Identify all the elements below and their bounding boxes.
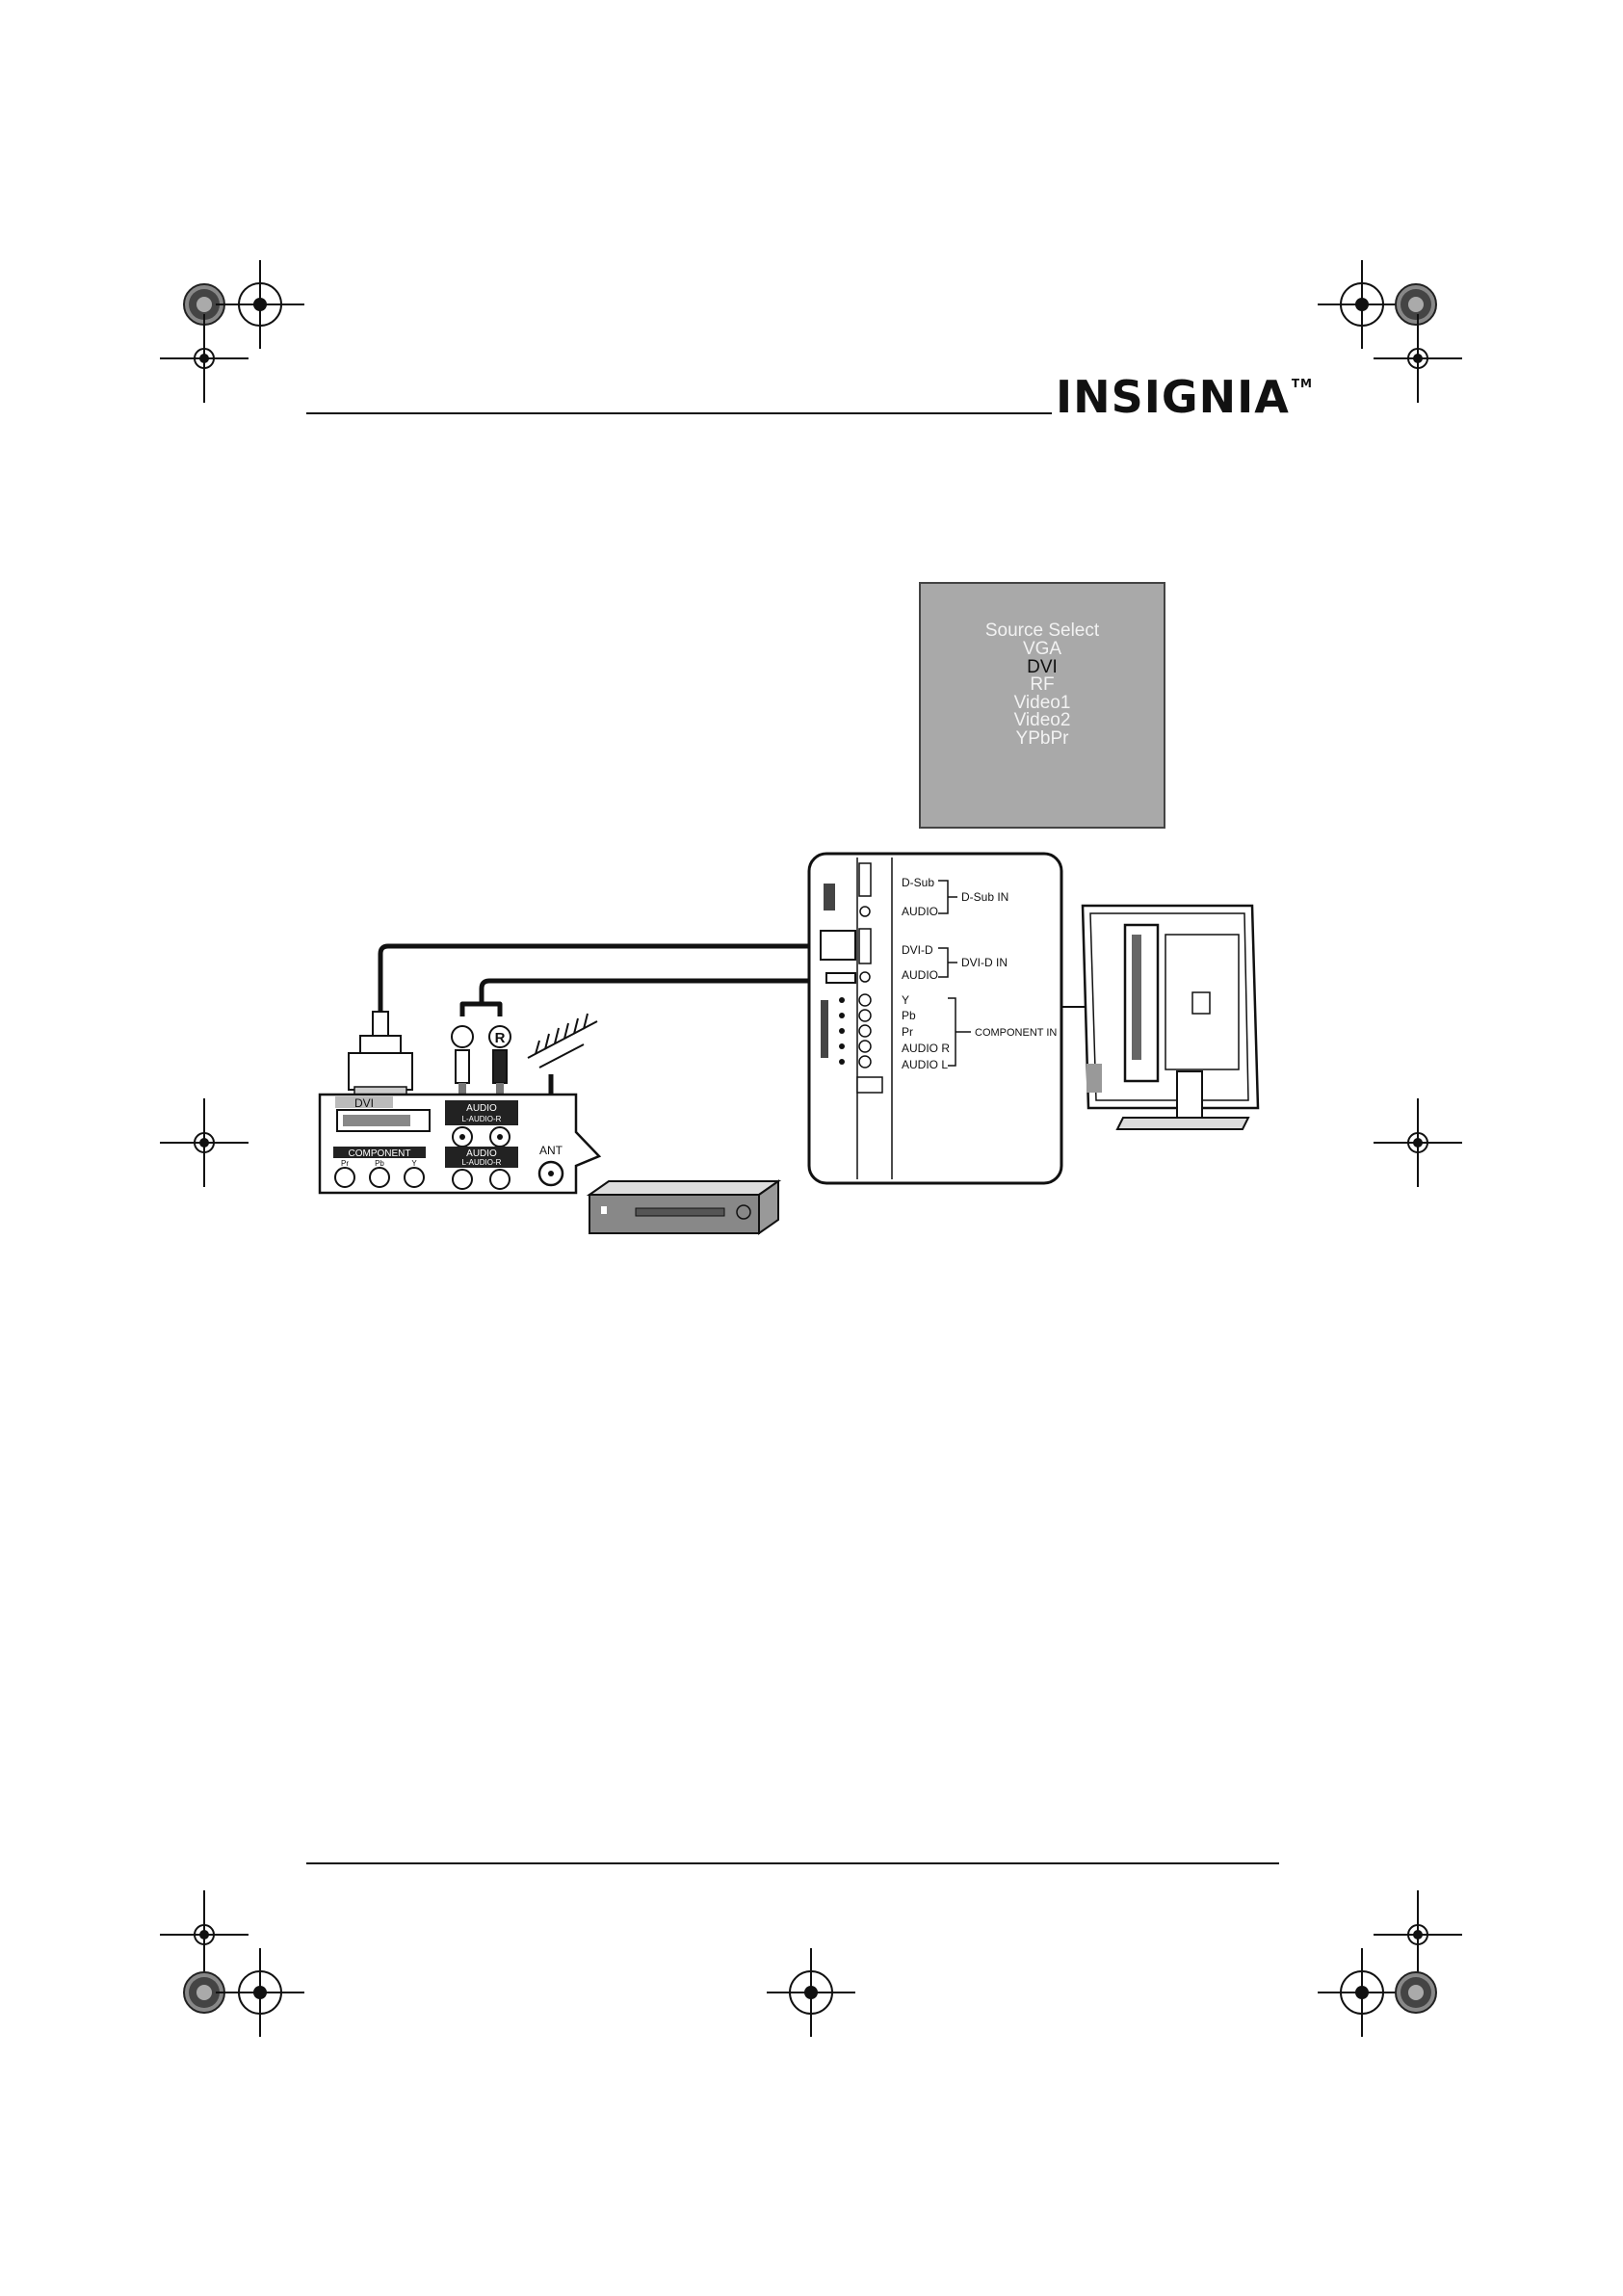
pb-label: Pb bbox=[902, 1009, 916, 1022]
crop-mark-tr bbox=[1318, 260, 1406, 349]
starburst-mark-br bbox=[1396, 1972, 1436, 2013]
plug-l-marker bbox=[452, 1026, 473, 1047]
crop-mark-tl2 bbox=[160, 314, 249, 403]
crop-mark-br2 bbox=[1374, 1890, 1462, 1979]
audio-top-sub: L-AUDIO-R bbox=[462, 1115, 502, 1123]
tv-panel-detail: D-Sub AUDIO D-Sub IN DVI-D AUDIO DVI-D I… bbox=[809, 854, 1061, 1183]
audio-r-label: AUDIO R bbox=[902, 1042, 950, 1055]
crop-mark-ml bbox=[160, 1098, 249, 1187]
dvi-port-label: DVI bbox=[354, 1096, 374, 1110]
ant-label: ANT bbox=[539, 1144, 563, 1157]
vcr-device bbox=[589, 1181, 778, 1233]
dsub-in-label: D-Sub IN bbox=[961, 890, 1008, 904]
y-label: Y bbox=[902, 993, 909, 1007]
dvid-in-label: DVI-D IN bbox=[961, 956, 1008, 969]
starburst-mark-tr bbox=[1396, 284, 1436, 325]
audio-bottom-sub: L-AUDIO-R bbox=[462, 1158, 502, 1167]
comp-y-label: Y bbox=[411, 1159, 417, 1168]
plug-r-label: R bbox=[495, 1030, 506, 1046]
crop-mark-tr2 bbox=[1374, 314, 1462, 403]
crop-mark-mr bbox=[1374, 1098, 1462, 1187]
dsub-label: D-Sub bbox=[902, 876, 934, 889]
crop-mark-bc bbox=[767, 1948, 855, 2037]
source-device-panel: DVI AUDIO L-AUDIO-R COMPONENT Pr Pb Y AU… bbox=[320, 1095, 599, 1193]
dvid-label: DVI-D bbox=[902, 943, 933, 957]
crop-mark-br bbox=[1318, 1948, 1406, 2037]
dvi-plug bbox=[349, 1012, 412, 1096]
component-label: COMPONENT bbox=[349, 1148, 411, 1159]
pr-label: Pr bbox=[902, 1025, 913, 1039]
crop-mark-bl2 bbox=[160, 1890, 249, 1979]
component-in-label: COMPONENT IN bbox=[975, 1027, 1057, 1039]
audio-l-label: AUDIO L bbox=[902, 1058, 948, 1071]
crop-mark-tl bbox=[216, 260, 304, 349]
dsub-audio-label: AUDIO bbox=[902, 905, 938, 918]
comp-pr-label: Pr bbox=[341, 1159, 349, 1168]
dvid-audio-label: AUDIO bbox=[902, 968, 938, 982]
antenna-icon bbox=[528, 1014, 597, 1068]
audio-top-label: AUDIO bbox=[466, 1103, 497, 1114]
tv-rear-view bbox=[1083, 906, 1258, 1129]
comp-pb-label: Pb bbox=[375, 1159, 384, 1168]
crop-mark-bl bbox=[216, 1948, 304, 2037]
audio-cable bbox=[482, 981, 821, 1004]
audio-plugs: R bbox=[452, 1026, 510, 1095]
audio-cable-split bbox=[462, 1004, 500, 1016]
